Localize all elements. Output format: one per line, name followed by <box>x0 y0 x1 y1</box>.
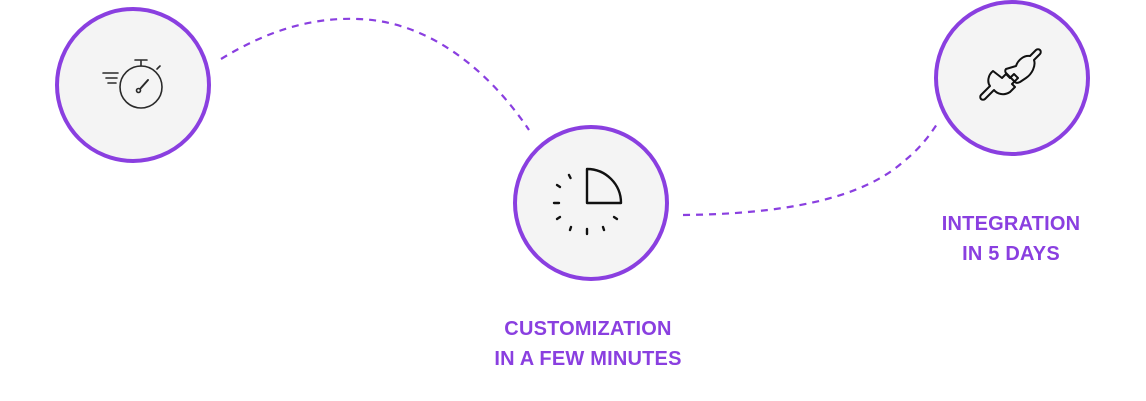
step-2-circle <box>513 125 669 281</box>
step-2-label: CUSTOMIZATION IN A FEW MINUTES <box>478 314 698 374</box>
step-3-label: INTEGRATION IN 5 DAYS <box>921 209 1101 269</box>
step-1-circle <box>55 7 211 163</box>
step-2-label-line-2: IN A FEW MINUTES <box>494 348 682 370</box>
step-3-label-line-2: IN 5 DAYS <box>962 243 1060 265</box>
dashed-connector-2-to-3 <box>682 123 938 217</box>
stopwatch-icon <box>102 59 163 109</box>
step-2-label-line-1: CUSTOMIZATION <box>504 318 672 340</box>
plug-connect-icon <box>979 48 1042 101</box>
quarter-pie-clock-icon <box>552 167 623 236</box>
dashed-connector-1-to-2 <box>220 17 530 131</box>
step-3-circle <box>934 0 1090 156</box>
step-3-label-line-1: INTEGRATION <box>941 213 1081 235</box>
